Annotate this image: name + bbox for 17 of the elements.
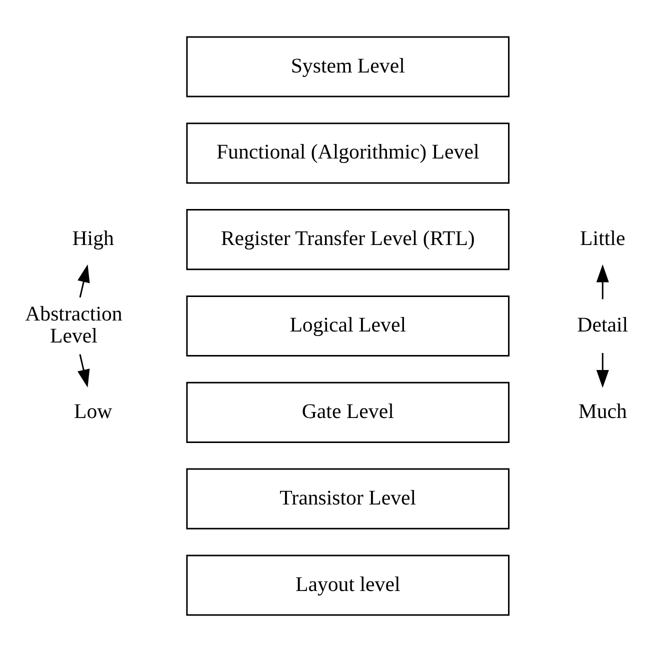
arrow [596,352,609,388]
node-text: Little [580,226,626,250]
node-box: Logical Level [186,295,510,357]
arrow [596,264,609,300]
node-box: System Level [186,36,510,98]
node-box: Register Transfer Level (RTL) [186,209,510,270]
node-text: Low [74,398,112,423]
node-text: Abstraction Level [25,301,122,348]
node-box: Layout level [186,554,510,616]
arrow [78,264,90,298]
node-box: Functional (Algorithmic) Level [186,122,510,184]
node-text: Detail [577,312,628,337]
arrow [78,354,90,388]
node-box: Gate Level [186,382,510,443]
node-text: High [72,226,114,250]
node-text: Much [578,398,627,423]
node-box: Transistor Level [186,468,510,530]
